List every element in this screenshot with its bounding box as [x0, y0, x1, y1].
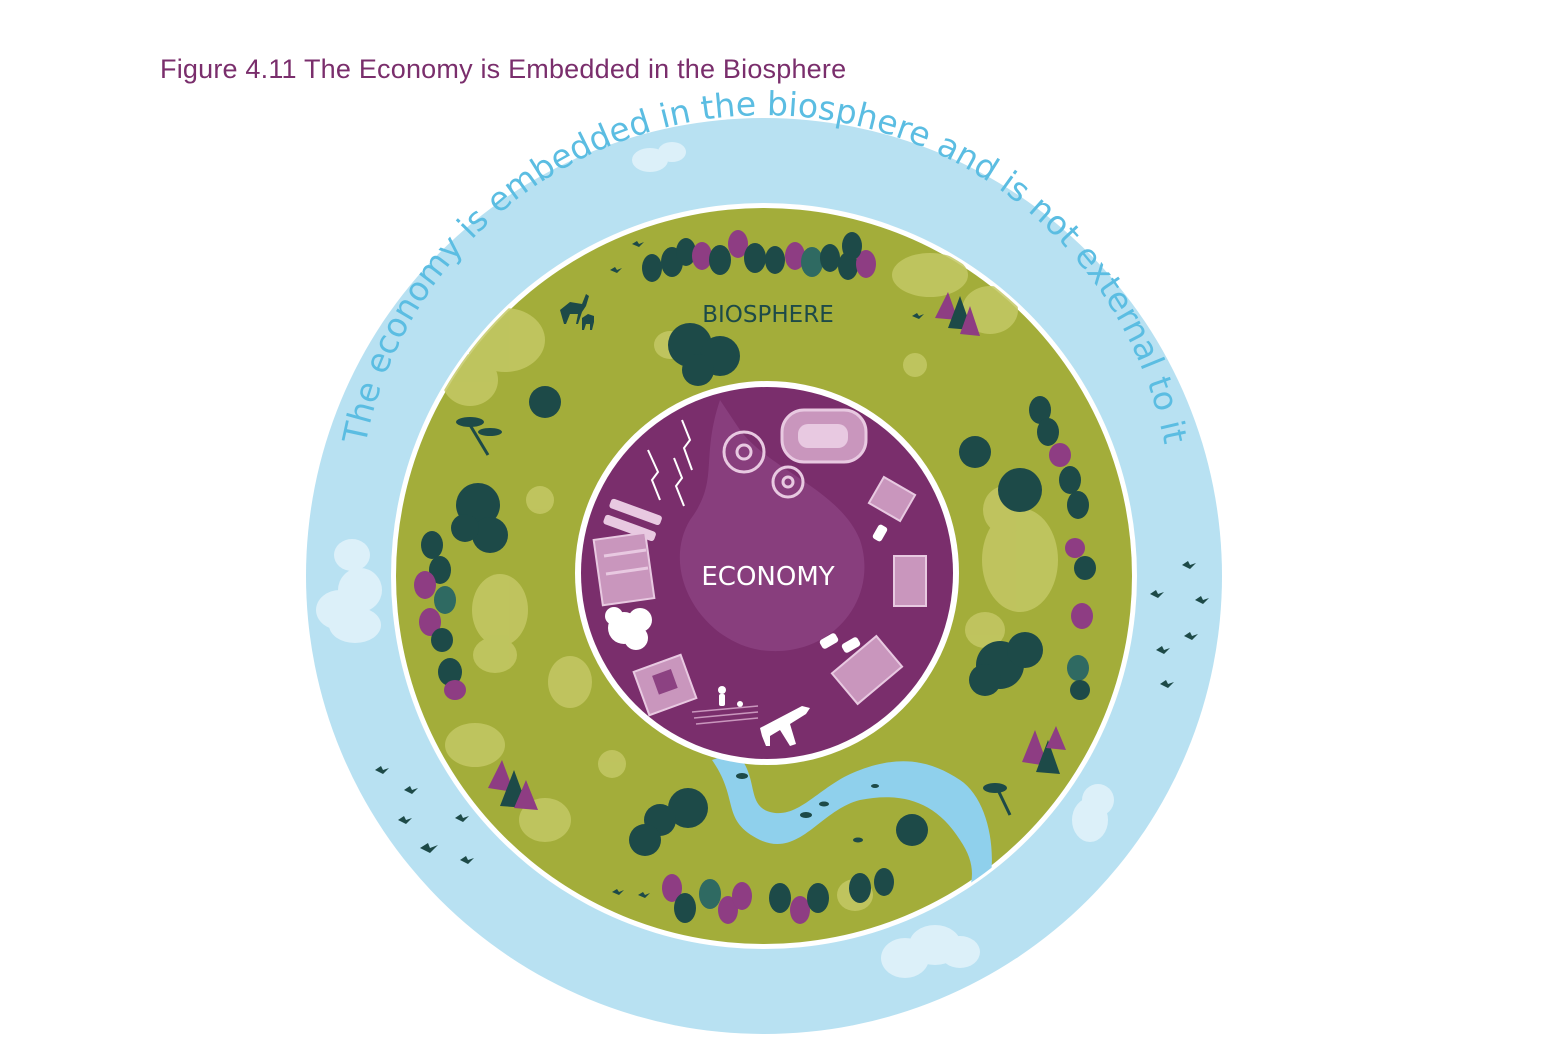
cloud-icon: [632, 142, 686, 172]
factory-icon: [592, 531, 656, 607]
gear-icon: [722, 430, 805, 499]
tree-icon: [488, 292, 1066, 810]
field-lines: [691, 705, 759, 725]
bush-icon: [442, 253, 1058, 911]
cloud-icon: [1072, 784, 1114, 842]
car-icon: [819, 524, 888, 653]
tree-icon: [662, 868, 894, 924]
tree-icon: [414, 531, 466, 700]
lightning-icon: [647, 419, 693, 507]
fish-icon: [736, 773, 879, 843]
cloud-icon: [316, 539, 382, 643]
cloud-icon: [881, 925, 980, 978]
tree-icon: [1029, 396, 1096, 700]
economy-label: ECONOMY: [701, 562, 834, 592]
car-icon: [780, 408, 868, 464]
biosphere-label: BIOSPHERE: [702, 302, 833, 328]
tree-icon: [451, 323, 1043, 856]
river: [712, 752, 992, 900]
house-icon: [830, 475, 927, 706]
tree-icon: [456, 417, 1012, 816]
airplane-icon: [760, 706, 810, 746]
deer-icon: [560, 294, 594, 330]
person-icon: [718, 686, 743, 707]
tree-icon: [642, 230, 876, 282]
figure-title: Figure 4.11 The Economy is Embedded in t…: [160, 54, 847, 84]
bird-icon: [375, 241, 1209, 898]
cloud-icon: [605, 607, 652, 650]
house-icon: [632, 653, 698, 717]
